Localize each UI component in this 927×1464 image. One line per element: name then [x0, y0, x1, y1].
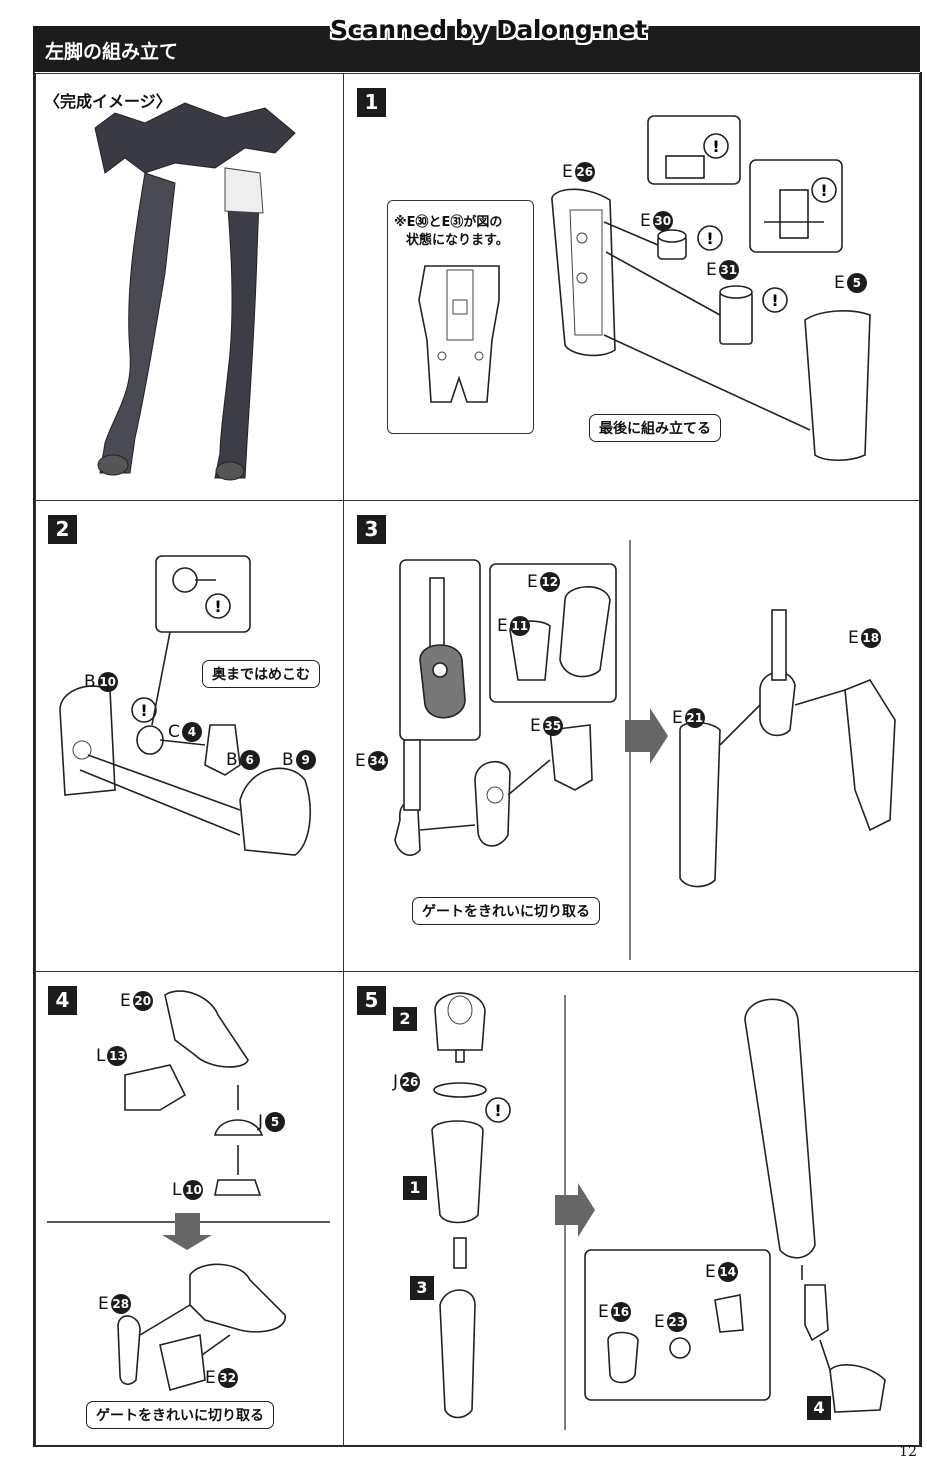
step4-parts-diagram	[47, 990, 330, 1392]
step-5-badge: 5	[357, 986, 386, 1015]
step5-ref-3: 3	[410, 1276, 434, 1300]
svg-text:!: !	[140, 701, 147, 720]
svg-text:!: !	[214, 597, 221, 616]
svg-text:!: !	[820, 181, 827, 200]
step3-parts-diagram	[394, 540, 896, 960]
svg-text:!: !	[771, 291, 778, 310]
step-3-badge: 3	[357, 515, 386, 544]
panel-step-5	[343, 971, 920, 1447]
svg-text:!: !	[494, 1101, 501, 1120]
section-title: 左脚の組み立て	[45, 41, 179, 63]
step1-parts-diagram: ! ! ! !	[551, 115, 871, 462]
step3-callout: ゲートをきれいに切り取る	[412, 897, 600, 925]
step5-ref-4: 4	[807, 1396, 831, 1420]
completed-leg-illustration	[94, 102, 296, 481]
step-2-badge: 2	[48, 515, 77, 544]
step1-note-diagram	[418, 265, 500, 403]
step2-callout: 奥まではめこむ	[202, 660, 320, 688]
step4-callout: ゲートをきれいに切り取る	[86, 1401, 274, 1429]
section-header: 左脚の組み立て	[33, 26, 920, 72]
step5-parts-diagram: !	[431, 992, 886, 1430]
step1-note-line2: 状態になります。	[406, 233, 509, 248]
watermark: Scanned by Dalong.net	[330, 15, 647, 44]
step1-callout: 最後に組み立てる	[589, 414, 721, 442]
step-1-badge: 1	[357, 88, 386, 117]
step5-ref-2: 2	[393, 1007, 417, 1031]
step1-note-box	[387, 200, 534, 434]
step-4-badge: 4	[48, 986, 77, 1015]
completed-label: 〈完成イメージ〉	[44, 92, 172, 111]
page-number: 12	[899, 1444, 917, 1460]
svg-text:!: !	[706, 229, 713, 248]
step1-note-line1: ※E㉚とE㉛が図の	[394, 215, 503, 230]
svg-text:!: !	[712, 137, 719, 156]
step2-parts-diagram: ! !	[59, 555, 311, 856]
step5-ref-1: 1	[403, 1176, 427, 1200]
